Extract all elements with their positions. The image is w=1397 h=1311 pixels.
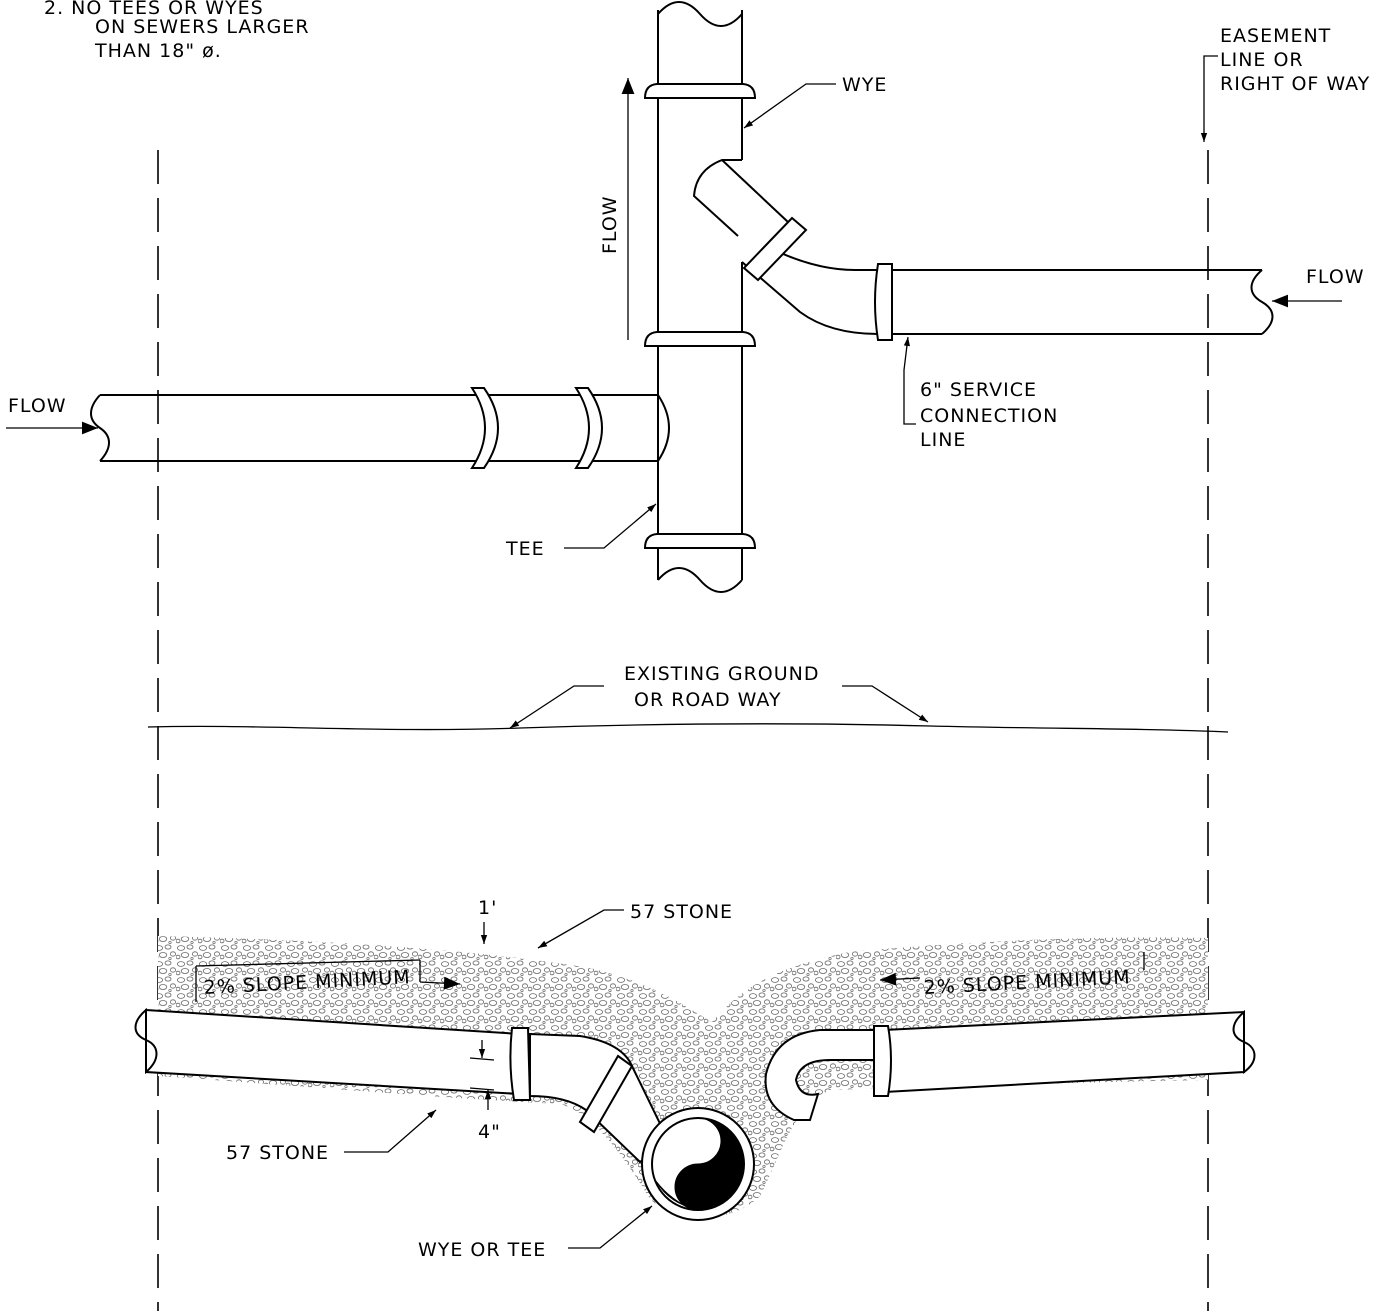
note-line-1: 2. NO TEES OR WYES [44,0,264,19]
flow-label-right: FLOW [1306,266,1365,288]
note-line-3: THAN 18" ø. [94,40,222,62]
service-label-line-1: 6" SERVICE [920,379,1037,401]
tee-lateral-pipe [90,387,670,469]
easement-label-line-3: RIGHT OF WAY [1220,73,1370,95]
ground-leader-left [509,685,604,729]
right-elbow-fitting [764,1029,875,1121]
wye-joint [742,216,808,282]
existing-ground-line [147,723,1229,733]
ground-label-line-1: EXISTING GROUND [624,663,820,685]
wye-or-tee-leader [568,1205,653,1249]
service-leader [903,336,916,425]
wye-label: WYE [842,74,887,96]
stone-bottom-leader [344,1109,437,1153]
profile-view: EXISTING GROUND OR ROAD WAY [134,663,1256,1261]
pipe-break-bottom [657,567,743,593]
stone-bottom-label: 57 STONE [226,1142,329,1164]
note-line-2: ON SEWERS LARGER [95,16,310,38]
lateral-pipe-break [90,394,110,462]
left-pipe-break [134,1007,158,1075]
service-label-line-2: CONNECTION [920,405,1058,427]
pipe-joint-top [643,83,757,99]
left-lateral-pipe [134,1007,532,1101]
main-sewer-section [641,1107,755,1221]
stone-top-label: 57 STONE [630,901,733,923]
easement-label-line-1: EASEMENT [1220,25,1331,47]
plan-view: FLOW FLOW FLOW WYE TEE 6" SERVICE CONNEC… [6,1,1370,593]
right-pipe-break [1232,1009,1256,1074]
ground-leader-right [842,685,929,723]
service-pipe-break [1250,269,1274,335]
wye-leader [743,83,836,129]
service-joint [874,263,893,341]
wye-branch [692,159,893,341]
left-joint [509,1027,532,1101]
flow-label-left: FLOW [8,395,67,417]
ground-label-line-2: OR ROAD WAY [634,689,782,711]
tee-label: TEE [505,538,545,560]
flow-in-pipe-symbol [674,1117,745,1211]
right-joint [873,1025,892,1097]
lateral-joint-2 [574,387,603,469]
bedding-dim-top [469,1057,495,1061]
right-lateral-pipe [873,1009,1256,1097]
bedding-dim-bottom [469,1087,495,1091]
stone-top-leader [537,909,624,949]
pipe-joint-middle [643,331,757,347]
pipe-joint-bottom [643,533,757,549]
cover-dim-label: 1' [478,897,497,919]
tee-leader [564,503,657,549]
general-note: 2. NO TEES OR WYES ON SEWERS LARGER THAN… [44,0,310,62]
service-label-line-3: LINE [920,429,966,451]
easement-label-line-2: LINE OR [1220,49,1304,71]
stone-bedding [158,936,1208,1218]
easement-leader [1200,55,1218,142]
pipe-break-top [657,1,743,27]
flow-label-vertical: FLOW [599,195,621,254]
bedding-dim-label: 4" [478,1121,501,1143]
lateral-joint-1 [470,387,499,469]
wye-or-tee-label: WYE OR TEE [418,1239,546,1261]
main-sewer-pipe [643,1,757,593]
service-connection-pipe [892,269,1274,335]
left-wye-joint [578,1054,634,1134]
